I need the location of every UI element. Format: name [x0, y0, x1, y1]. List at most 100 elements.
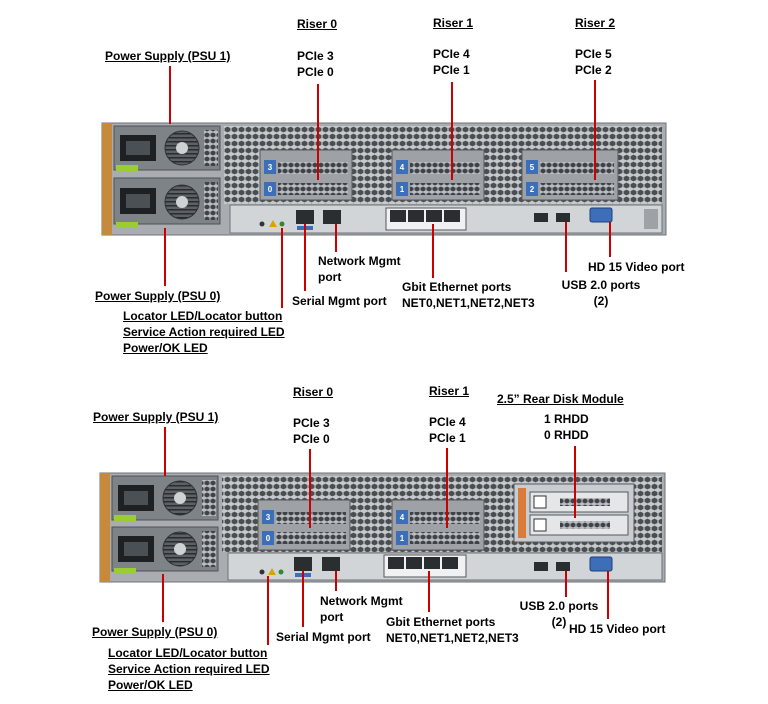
b-led-cluster — [259, 568, 284, 575]
usb-line2: (2) — [593, 294, 609, 308]
b-riser0-pcie-top: PCIe 3 — [293, 416, 330, 430]
riser1-slots — [391, 149, 485, 201]
power-ok-led-label: Power/OK LED — [123, 341, 208, 355]
b-gbit-ethernet-line1: Gbit Ethernet ports — [386, 615, 496, 629]
network-mgmt-port[interactable] — [322, 557, 340, 571]
b-gbit-ethernet-label: Gbit Ethernet ports NET0,NET1,NET2,NET3 — [386, 614, 519, 646]
b-riser0-slots — [257, 499, 351, 551]
b-led-labels: Locator LED/Locator button Service Actio… — [108, 645, 270, 693]
slot-badge: 0 — [266, 534, 271, 543]
power-led-icon — [278, 569, 284, 575]
net3-port[interactable] — [442, 557, 458, 569]
b-service-action-led-label: Service Action required LED — [108, 662, 270, 676]
net3-port[interactable] — [444, 210, 460, 222]
serial-mgmt-port[interactable] — [296, 210, 314, 224]
b-network-mgmt-label: Network Mgmt port — [320, 593, 403, 625]
leader-lines — [162, 66, 611, 645]
b-gbit-ethernet-line2: NET0,NET1,NET2,NET3 — [386, 631, 519, 645]
b-network-mgmt-line2: port — [320, 610, 344, 624]
psu-release-tab[interactable] — [114, 515, 136, 521]
b-serial-mgmt-label: Serial Mgmt port — [276, 630, 371, 644]
slot-badge: 5 — [530, 163, 535, 172]
usb-port-1[interactable] — [534, 213, 548, 222]
b-locator-led-label: Locator LED/Locator button — [108, 646, 268, 660]
psu1-label: Power Supply (PSU 1) — [105, 49, 231, 63]
b-disk-title: 2.5” Rear Disk Module — [497, 392, 624, 406]
b-usb-line2: (2) — [551, 615, 567, 629]
net2-port[interactable] — [424, 557, 440, 569]
network-mgmt-line2: port — [318, 270, 342, 284]
network-mgmt-line1: Network Mgmt — [318, 254, 401, 268]
net1-port[interactable] — [408, 210, 424, 222]
b-power-ok-led-label: Power/OK LED — [108, 678, 193, 692]
b-riser1-title: Riser 1 — [429, 384, 470, 398]
psu-release-tab[interactable] — [116, 222, 138, 228]
b-hd15-label: HD 15 Video port — [569, 622, 666, 636]
network-mgmt-label: Network Mgmt port — [318, 253, 401, 285]
locator-led-icon[interactable] — [259, 221, 265, 227]
usb-line1: USB 2.0 ports — [561, 278, 641, 292]
riser2-slots — [521, 149, 619, 201]
net1-port[interactable] — [406, 557, 422, 569]
riser2-title: Riser 2 — [575, 16, 616, 30]
net2-port[interactable] — [426, 210, 442, 222]
b-usb-line1: USB 2.0 ports — [519, 599, 599, 613]
riser0-pcie-bottom: PCIe 0 — [297, 65, 334, 79]
led-cluster — [259, 220, 285, 227]
led-labels: Locator LED/Locator button Service Actio… — [123, 308, 285, 356]
usb-port-2[interactable] — [556, 213, 570, 222]
chassis-handle-left — [102, 123, 112, 235]
locator-led-icon[interactable] — [259, 569, 265, 575]
b-psu0-label: Power Supply (PSU 0) — [92, 625, 218, 639]
riser2-pcie-top: PCIe 5 — [575, 47, 612, 61]
psu-release-tab[interactable] — [116, 165, 138, 171]
slot-badge: 3 — [268, 163, 273, 172]
usb-port-1[interactable] — [534, 562, 548, 571]
b-disk-0rhdd: 0 RHDD — [544, 428, 589, 442]
slot-badge: 1 — [400, 534, 405, 543]
gbit-ethernet-line2: NET0,NET1,NET2,NET3 — [402, 296, 535, 310]
top-chassis — [101, 122, 667, 236]
slot-badge: 1 — [400, 185, 405, 194]
b-riser1-slots — [391, 499, 485, 551]
riser0-pcie-top: PCIe 3 — [297, 49, 334, 63]
b-disk-1rhdd: 1 RHDD — [544, 412, 589, 426]
psu1 — [113, 125, 221, 171]
locator-led-label: Locator LED/Locator button — [123, 309, 283, 323]
hd15-label: HD 15 Video port — [588, 260, 685, 274]
rear-disk-module — [513, 483, 635, 543]
riser2-pcie-bottom: PCIe 2 — [575, 63, 612, 77]
slot-badge: 0 — [268, 185, 273, 194]
slot-badge: 3 — [266, 513, 271, 522]
hd15-video-port[interactable] — [589, 556, 613, 572]
net0-port[interactable] — [390, 210, 406, 222]
riser1-pcie-bottom: PCIe 1 — [433, 63, 470, 77]
riser0-title: Riser 0 — [297, 17, 338, 31]
gbit-ethernet-line1: Gbit Ethernet ports — [402, 280, 512, 294]
service-led-icon — [269, 220, 277, 227]
bottom-chassis — [99, 472, 666, 583]
gbit-ethernet-label: Gbit Ethernet ports NET0,NET1,NET2,NET3 — [402, 279, 535, 311]
riser0-slots — [259, 149, 353, 201]
psu0-label: Power Supply (PSU 0) — [95, 289, 221, 303]
usb-label: USB 2.0 ports (2) — [555, 277, 647, 309]
b-riser0-title: Riser 0 — [293, 385, 334, 399]
usb-port-2[interactable] — [556, 562, 570, 571]
b-riser1-pcie-bottom: PCIe 1 — [429, 431, 466, 445]
psu-release-tab[interactable] — [114, 568, 136, 574]
slot-badge: 2 — [530, 185, 535, 194]
b-psu1-label: Power Supply (PSU 1) — [93, 410, 219, 424]
slot-badge: 4 — [400, 513, 405, 522]
net0-port[interactable] — [388, 557, 404, 569]
power-led-icon — [279, 221, 285, 227]
serial-mgmt-port[interactable] — [294, 557, 312, 571]
hd15-video-port[interactable] — [589, 207, 613, 223]
b-psu0 — [111, 526, 219, 574]
network-mgmt-port[interactable] — [323, 210, 341, 224]
riser1-pcie-top: PCIe 4 — [433, 47, 470, 61]
b-usb-label: USB 2.0 ports (2) — [513, 598, 605, 630]
service-led-icon — [268, 568, 276, 575]
riser1-title: Riser 1 — [433, 16, 474, 30]
psu0 — [113, 177, 221, 228]
